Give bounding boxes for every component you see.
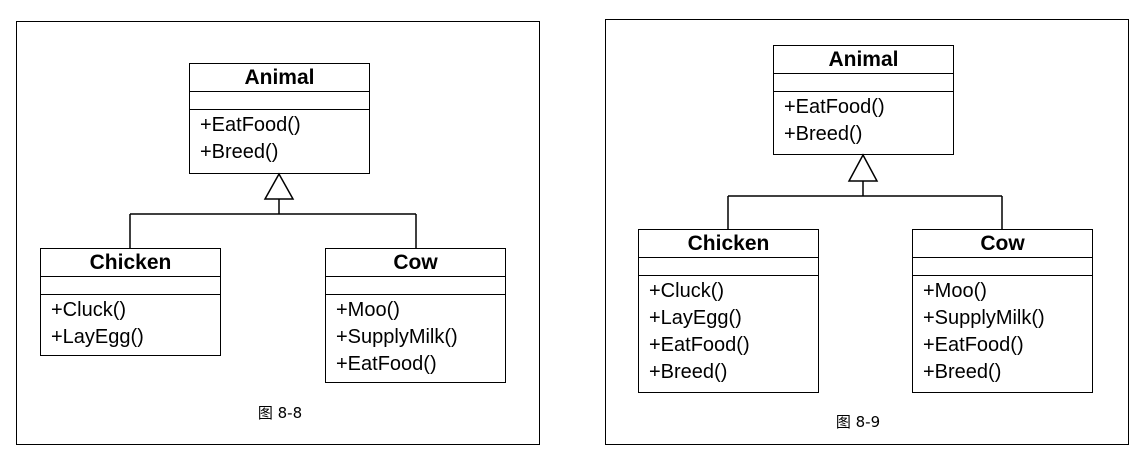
operation: +Breed() [649,361,728,383]
operation: +Breed() [923,361,1002,383]
operations-compartment: +EatFood() +Breed() [190,110,369,168]
figure-8-9-cow-class: Cow +Moo() +SupplyMilk() +EatFood() +Bre… [912,229,1093,393]
class-name: Animal [774,46,953,74]
class-name: Chicken [639,230,818,258]
attributes-compartment [774,74,953,92]
operation: +Breed() [784,123,863,145]
attributes-compartment [41,277,220,295]
operation: +LayEgg() [51,326,144,348]
operation: +Cluck() [51,299,127,321]
operations-compartment: +Cluck() +LayEgg() +EatFood() +Breed() [639,276,818,388]
operation: +EatFood() [200,114,301,136]
class-name: Animal [190,64,369,92]
figure-8-9-animal-class: Animal +EatFood() +Breed() [773,45,954,155]
operation: +EatFood() [336,353,437,375]
operation: +Breed() [200,141,279,163]
attributes-compartment [913,258,1092,276]
figure-8-8-cow-class: Cow +Moo() +SupplyMilk() +EatFood() [325,248,506,383]
figure-caption: 图 8-9 [835,413,881,431]
attributes-compartment [190,92,369,110]
operation: +EatFood() [784,96,885,118]
operation: +LayEgg() [649,307,742,329]
figure-8-9-chicken-class: Chicken +Cluck() +LayEgg() +EatFood() +B… [638,229,819,393]
figure-8-8-animal-class: Animal +EatFood() +Breed() [189,63,370,174]
operation: +EatFood() [923,334,1024,356]
operation: +SupplyMilk() [336,326,458,348]
operations-compartment: +EatFood() +Breed() [774,92,953,150]
operation: +Moo() [336,299,400,321]
operations-compartment: +Moo() +SupplyMilk() +EatFood() +Breed() [913,276,1092,388]
class-name: Cow [326,249,505,277]
operations-compartment: +Cluck() +LayEgg() [41,295,220,353]
figure-caption: 图 8-8 [257,404,303,422]
operations-compartment: +Moo() +SupplyMilk() +EatFood() [326,295,505,380]
class-name: Chicken [41,249,220,277]
figure-8-8-chicken-class: Chicken +Cluck() +LayEgg() [40,248,221,356]
operation: +Cluck() [649,280,725,302]
attributes-compartment [639,258,818,276]
operation: +EatFood() [649,334,750,356]
generalization-arrowhead [847,153,879,182]
class-name: Cow [913,230,1092,258]
attributes-compartment [326,277,505,295]
operation: +SupplyMilk() [923,307,1045,329]
operation: +Moo() [923,280,987,302]
